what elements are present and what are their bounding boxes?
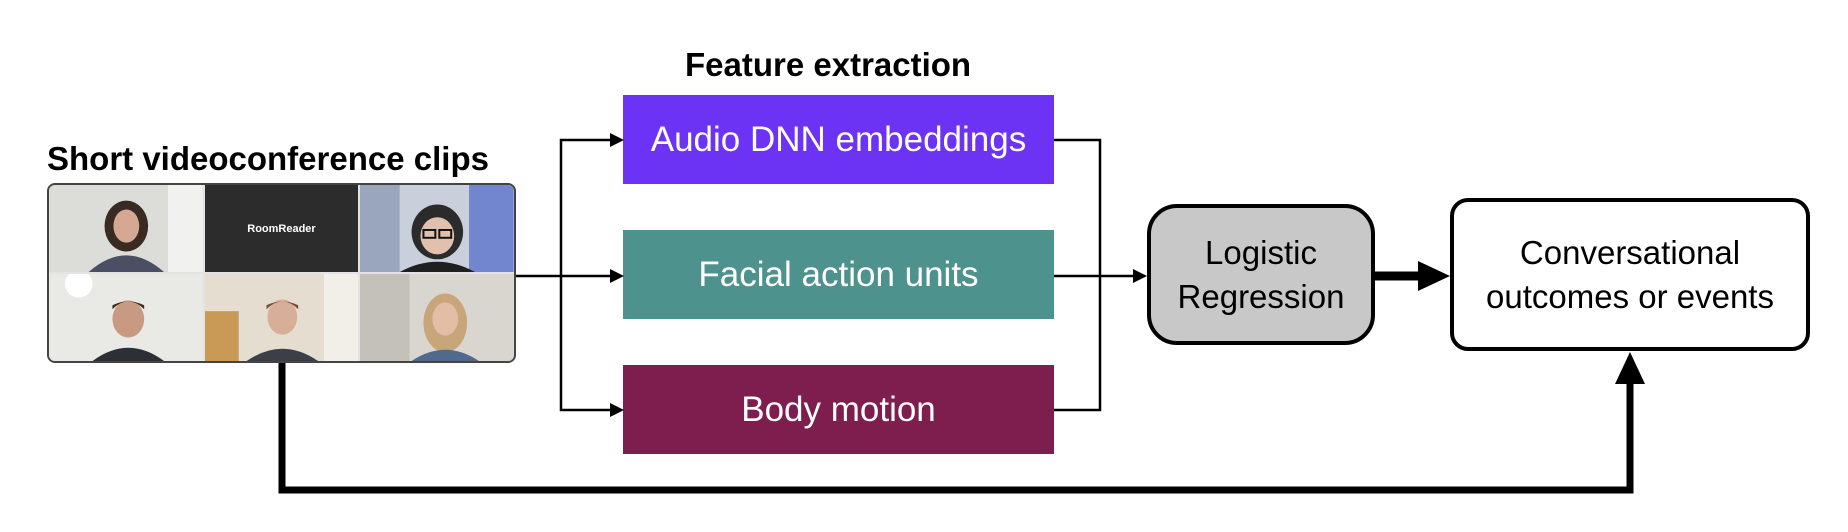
- arrowhead-body: [610, 403, 624, 417]
- participant-tile-4: [204, 274, 359, 361]
- conversational-outcomes-line1: Conversational: [1519, 233, 1741, 271]
- input-connectors: [516, 138, 614, 412]
- video-clip-grid: RoomReader: [47, 183, 516, 363]
- feature-extraction-title: Feature extraction: [685, 46, 972, 83]
- logistic-regression-line1: Logistic: [1205, 233, 1317, 271]
- connector-to-audio: [516, 138, 614, 278]
- participant-young-man-image: [204, 274, 359, 361]
- conversational-outcomes-line2: outcomes or events: [1486, 277, 1774, 315]
- participant-man-image: [49, 274, 203, 361]
- arrowhead-audio: [610, 133, 624, 147]
- participant-tile-5: [360, 274, 514, 361]
- arrowhead-outcome: [1418, 261, 1450, 291]
- connector-to-body: [559, 276, 614, 412]
- logistic-regression-line2: Regression: [1177, 277, 1345, 315]
- participant-woman-image: [49, 185, 203, 272]
- audio-dnn-embeddings-label: Audio DNN embeddings: [650, 119, 1027, 159]
- arrowhead-facial: [610, 269, 624, 283]
- body-motion-label: Body motion: [741, 389, 936, 429]
- participant-tile-1: [49, 185, 203, 272]
- body-motion-box: Body motion: [623, 365, 1054, 454]
- facial-action-units-label: Facial action units: [698, 254, 979, 294]
- output-connectors: [1054, 138, 1136, 412]
- arrowhead-model: [1133, 269, 1147, 283]
- video-clips-title: Short videoconference clips: [47, 140, 489, 177]
- arrowhead-bypass: [1615, 352, 1645, 384]
- input-arrowheads: [610, 133, 624, 417]
- logistic-regression-node: Logistic Regression: [1147, 204, 1375, 345]
- participant-blonde-woman-image: [360, 274, 514, 361]
- conversational-outcomes-node: Conversational outcomes or events: [1450, 198, 1810, 351]
- participant-tile-3: [49, 274, 203, 361]
- bypass-connector: [278, 363, 1634, 494]
- participant-headphones-image: [360, 185, 514, 272]
- audio-dnn-embeddings-box: Audio DNN embeddings: [623, 95, 1054, 184]
- participant-tile-2: [360, 185, 514, 272]
- roomreader-tile: RoomReader: [204, 185, 359, 272]
- roomreader-label: RoomReader: [247, 222, 316, 235]
- facial-action-units-box: Facial action units: [623, 230, 1054, 319]
